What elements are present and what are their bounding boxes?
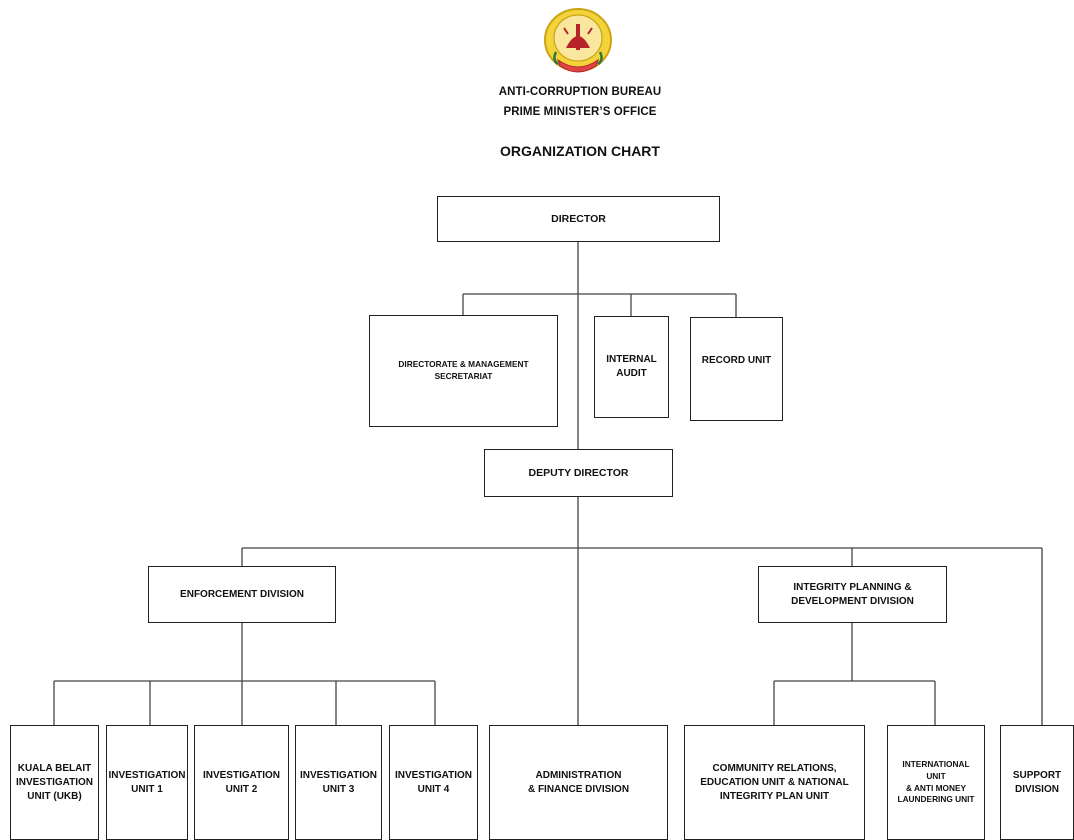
bureau-name: ANTI-CORRUPTION BUREAU (498, 86, 662, 98)
node-deputy-director: DEPUTY DIRECTOR (484, 449, 673, 497)
node-record-unit: RECORD UNIT (690, 317, 783, 421)
node-kuala-belait-unit: KUALA BELAIT INVESTIGATION UNIT (UKB) (10, 725, 99, 840)
node-community-relations-unit: COMMUNITY RELATIONS, EDUCATION UNIT & NA… (684, 725, 865, 840)
node-investigation-unit-4: INVESTIGATION UNIT 4 (389, 725, 478, 840)
node-director: DIRECTOR (437, 196, 720, 242)
node-secretariat: DIRECTORATE & MANAGEMENT SECRETARIAT (369, 315, 558, 427)
chart-title: ORGANIZATION CHART (500, 143, 660, 159)
node-integrity-division: INTEGRITY PLANNING & DEVELOPMENT DIVISIO… (758, 566, 947, 623)
node-investigation-unit-3: INVESTIGATION UNIT 3 (295, 725, 382, 840)
brunei-crest-emblem (544, 8, 612, 73)
node-investigation-unit-2: INVESTIGATION UNIT 2 (194, 725, 289, 840)
node-internal-audit: INTERNAL AUDIT (594, 316, 669, 418)
node-international-aml-unit: INTERNATIONAL UNIT & ANTI MONEY LAUNDERI… (887, 725, 985, 840)
node-support-division: SUPPORT DIVISION (1000, 725, 1074, 840)
node-admin-finance-division: ADMINISTRATION & FINANCE DIVISION (489, 725, 668, 840)
office-name: PRIME MINISTER’S OFFICE (503, 106, 657, 118)
node-enforcement-division: ENFORCEMENT DIVISION (148, 566, 336, 623)
node-investigation-unit-1: INVESTIGATION UNIT 1 (106, 725, 188, 840)
